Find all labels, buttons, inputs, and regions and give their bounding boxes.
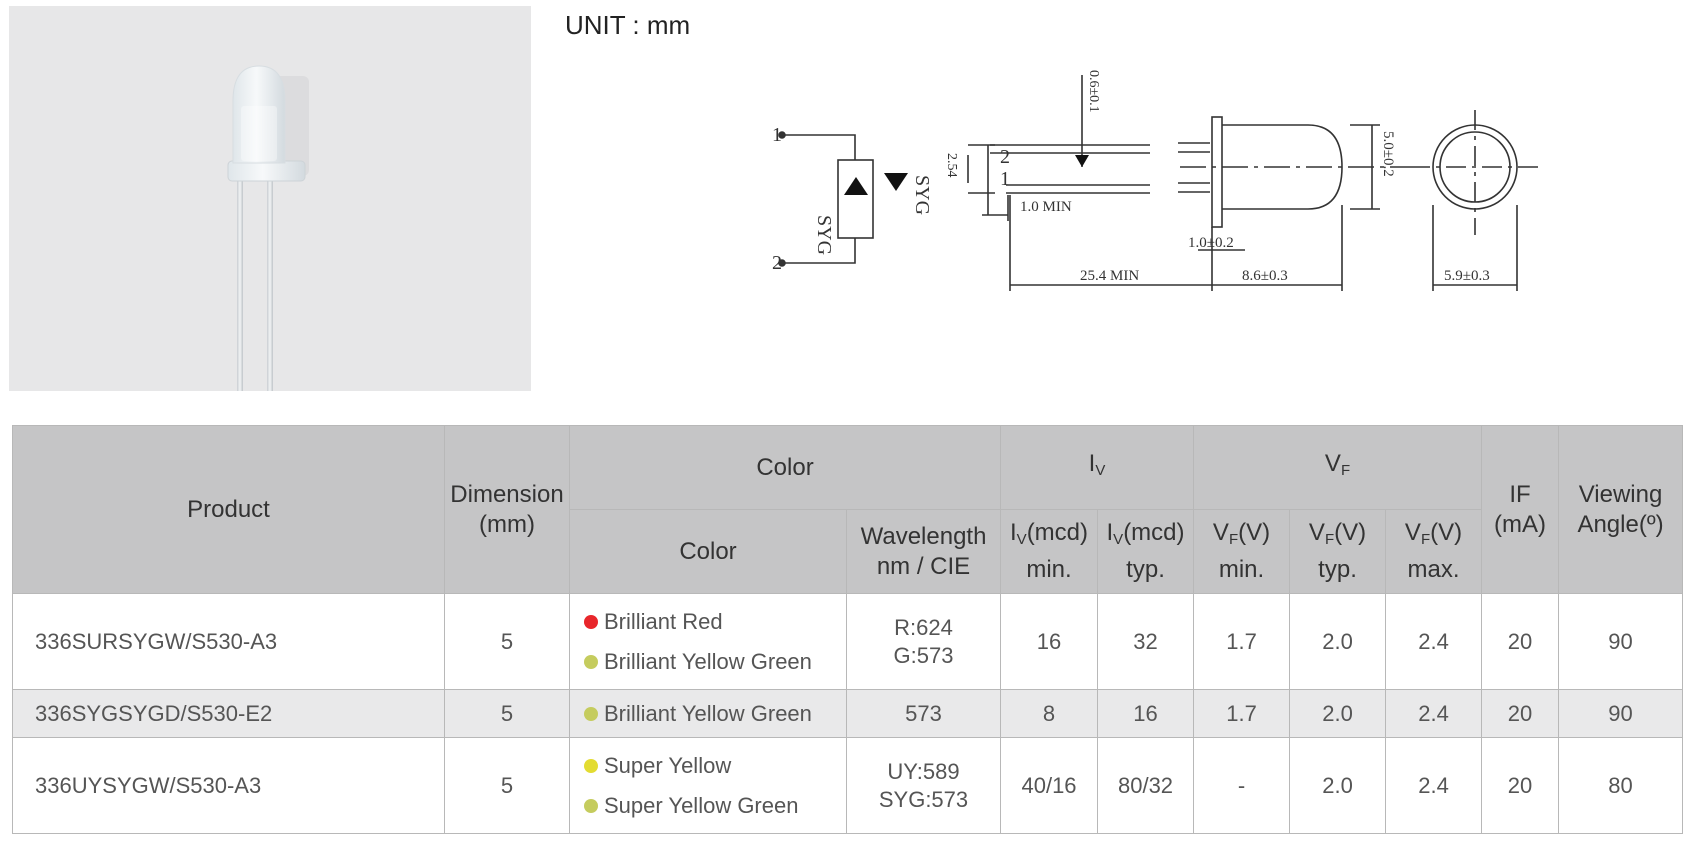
dimension-cell: 5 — [444, 689, 570, 738]
iv-typ-cell: 32 — [1097, 593, 1195, 690]
vf-max-cell: 2.4 — [1385, 737, 1483, 834]
color-cell: Super Yellow Super Yellow Green — [569, 737, 847, 834]
pin1-label: 1 — [772, 124, 782, 146]
chip-label-left: SYG — [813, 215, 835, 255]
table-row: 336UYSYGW/S530-A3 5 Super Yellow Super Y… — [12, 737, 1684, 834]
color-swatch-icon — [584, 614, 598, 629]
header-iv-typ: IV(mcd)typ. — [1097, 509, 1195, 594]
iv-min-cell: 40/16 — [1000, 737, 1099, 834]
header-vf-typ: VF(V)typ. — [1289, 509, 1387, 594]
iv-typ-cell: 16 — [1097, 689, 1195, 738]
dim-body-diameter: 5.0±0.2 — [1380, 131, 1396, 177]
dim-flange: 1.0±0.2 — [1188, 235, 1234, 251]
dim-lead-min: 1.0 MIN — [1020, 199, 1072, 215]
dim-lead-length: 25.4 MIN — [1080, 268, 1139, 284]
unit-label: UNIT : mm — [565, 10, 691, 40]
dim-lead-thickness: 0.6±0.1 — [1086, 70, 1101, 113]
pin-label-1-side: 1 — [1000, 168, 1010, 190]
vf-typ-cell: 2.0 — [1289, 689, 1387, 738]
vf-typ-cell: 2.0 — [1289, 593, 1387, 690]
product-cell: 336SYGSYGD/S530-E2 — [12, 689, 445, 738]
color-cell: Brilliant Yellow Green — [569, 689, 847, 738]
dimension-cell: 5 — [444, 737, 570, 834]
table-row: 336SYGSYGD/S530-E2 5 Brilliant Yellow Gr… — [12, 689, 1684, 738]
color-swatch-icon — [584, 758, 598, 773]
if-cell: 20 — [1481, 737, 1560, 834]
table-row: 336SURSYGW/S530-A3 5 Brilliant Red Brill… — [12, 593, 1684, 690]
product-cell: 336UYSYGW/S530-A3 — [12, 737, 445, 834]
pin2-label: 2 — [772, 252, 782, 274]
if-cell: 20 — [1481, 593, 1560, 690]
header-iv-min: IV(mcd)min. — [1000, 509, 1099, 594]
header-color-group: Color — [568, 425, 1002, 510]
color-swatch-icon — [584, 706, 598, 721]
iv-min-cell: 8 — [1000, 689, 1099, 738]
angle-cell: 80 — [1558, 737, 1684, 834]
angle-cell: 90 — [1558, 689, 1684, 738]
product-cell: 336SURSYGW/S530-A3 — [12, 593, 445, 690]
pin-label-2-side: 2 — [1000, 146, 1010, 168]
iv-min-cell: 16 — [1000, 593, 1099, 690]
vf-typ-cell: 2.0 — [1289, 737, 1387, 834]
header-iv-group: IV — [1000, 425, 1195, 510]
dim-pitch: 2.54 — [944, 153, 959, 178]
color-cell: Brilliant Red Brilliant Yellow Green — [569, 593, 847, 690]
dimension-drawing: 1 2 1 2 SYG SYG 0.6±0.1 2.54 1.0 MIN 1.0… — [772, 70, 1540, 291]
color-swatch-icon — [584, 654, 598, 669]
vf-max-cell: 2.4 — [1385, 593, 1483, 690]
spec-table: Product Dimension(mm) Color IV VF IF(mA)… — [12, 425, 1684, 834]
if-cell: 20 — [1481, 689, 1560, 738]
header-product: Product — [12, 425, 445, 594]
vf-min-cell: 1.7 — [1193, 593, 1291, 690]
header-if: IF(mA) — [1481, 425, 1560, 594]
wavelength-cell: 573 — [845, 689, 1002, 738]
header-dimension: Dimension(mm) — [444, 425, 570, 594]
vf-min-cell: 1.7 — [1193, 689, 1291, 738]
header-vf-max: VF(V)max. — [1385, 509, 1483, 594]
header-color: Color — [569, 509, 847, 594]
dimension-cell: 5 — [444, 593, 570, 690]
color-swatch-icon — [584, 798, 598, 813]
product-photo — [9, 6, 531, 391]
dim-flange-diameter: 5.9±0.3 — [1444, 268, 1490, 284]
vf-min-cell: - — [1193, 737, 1291, 834]
angle-cell: 90 — [1558, 593, 1684, 690]
vf-max-cell: 2.4 — [1385, 689, 1483, 738]
iv-typ-cell: 80/32 — [1097, 737, 1195, 834]
header-vf-min: VF(V)min. — [1193, 509, 1291, 594]
chip-label-right: SYG — [911, 175, 933, 215]
dim-body-length: 8.6±0.3 — [1242, 268, 1288, 284]
header-vf-group: VF — [1193, 425, 1483, 510]
